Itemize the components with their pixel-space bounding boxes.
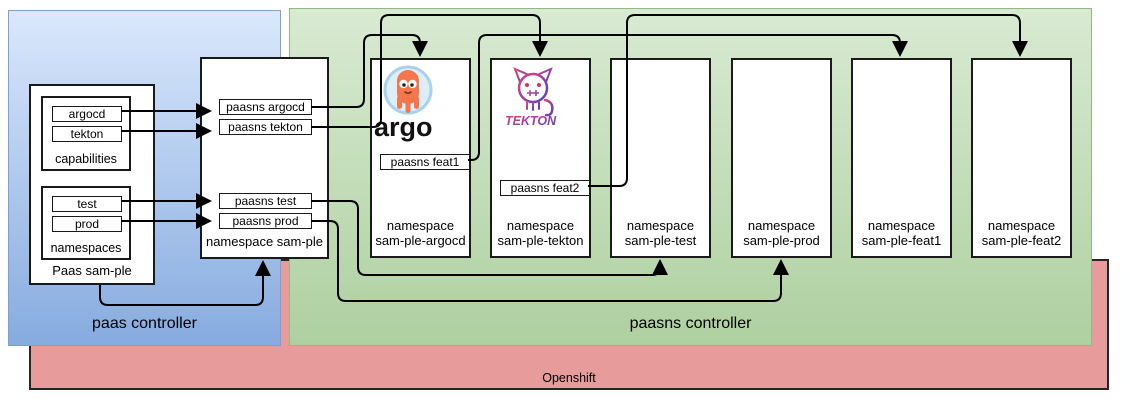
capabilities-box: capabilities argocd tekton [41, 96, 131, 171]
openshift-label: Openshift [542, 371, 596, 385]
paasns-chip-prod: paasns prod [219, 213, 312, 229]
namespace-box-label: namespace sam-ple-feat1 [861, 218, 942, 248]
tekton-logo: TEKTON [505, 67, 557, 128]
namespaces-box-label: namespaces [50, 241, 122, 255]
namespace-box-sample-argocd: argo paasns feat1 namespace sam-ple-argo… [370, 58, 471, 258]
argo-logo: argo [374, 65, 433, 142]
paasns-chip-feat2: paasns feat2 [500, 180, 590, 196]
capability-item-argocd: argocd [52, 106, 122, 122]
capability-item-tekton: tekton [52, 126, 122, 142]
namespace-box-sample-prod: namespace sam-ple-prod [731, 58, 832, 258]
paas-sample-box: Paas sam-ple capabilities argocd tekton … [29, 84, 155, 285]
capabilities-box-label: capabilities [55, 152, 117, 166]
paasns-chip-tekton: paasns tekton [219, 119, 312, 135]
paas-controller-label: paas controller [92, 315, 197, 332]
namespace-box-label: namespace sam-ple-tekton [497, 218, 584, 248]
namespace-box-label: namespace sam-ple-argocd [375, 218, 466, 248]
namespace-box-sample-feat2: namespace sam-ple-feat2 [971, 58, 1072, 258]
paasns-chip-feat1: paasns feat1 [380, 154, 470, 170]
namespace-box-sample-tekton: TEKTON paasns feat2 namespace sam-ple-te… [490, 58, 591, 258]
namespace-sample-box: namespace sam-ple paasns argocd paasns t… [200, 57, 329, 259]
tekton-logo-text: TEKTON [505, 114, 557, 128]
namespace-sample-box-label: namespace sam-ple [205, 234, 324, 249]
namespace-item-test: test [52, 196, 122, 212]
namespace-box-sample-test: namespace sam-ple-test [610, 58, 711, 258]
namespace-box-sample-feat1: namespace sam-ple-feat1 [851, 58, 952, 258]
paasns-chip-argocd: paasns argocd [219, 99, 312, 115]
paas-sample-box-label: Paas sam-ple [52, 263, 132, 278]
argo-logo-text: argo [374, 112, 433, 142]
namespace-item-prod: prod [52, 216, 122, 232]
namespace-box-label: namespace sam-ple-test [624, 218, 697, 248]
namespaces-box: namespaces test prod [41, 186, 131, 260]
paasns-chip-test: paasns test [219, 193, 312, 209]
namespace-box-label: namespace sam-ple-feat2 [981, 218, 1062, 248]
namespace-box-label: namespace sam-ple-prod [743, 218, 820, 248]
paasns-controller-label: paasns controller [629, 315, 752, 332]
